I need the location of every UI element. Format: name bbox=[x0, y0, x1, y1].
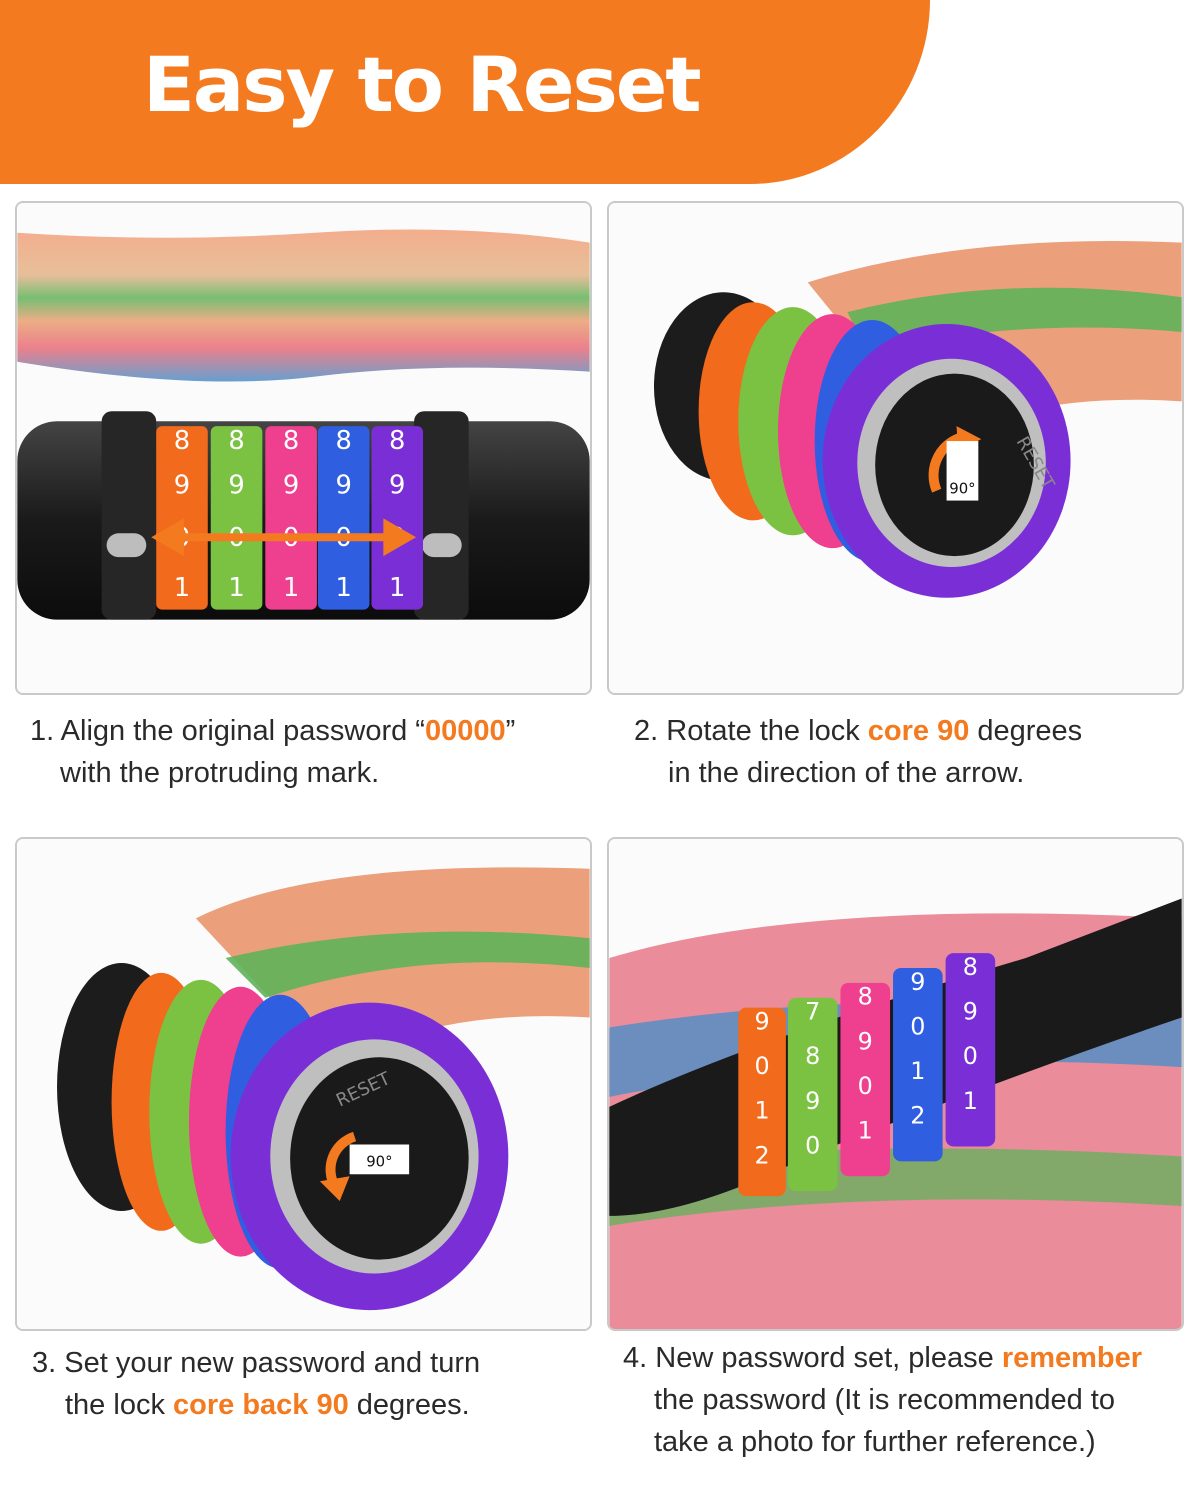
cable bbox=[17, 229, 590, 382]
dial-digit: 1 bbox=[228, 573, 244, 603]
dial-digit: 1 bbox=[335, 573, 351, 603]
dial-digit: 1 bbox=[174, 573, 190, 603]
step-number: 4. bbox=[623, 1342, 648, 1374]
highlight-core: core 90 bbox=[867, 715, 970, 747]
step-number: 1. bbox=[30, 715, 55, 747]
dial-digit: 9 bbox=[228, 471, 244, 501]
page-title: Easy to Reset bbox=[143, 40, 702, 129]
dial-digit: 1 bbox=[755, 1097, 770, 1125]
dial-digit: 0 bbox=[910, 1012, 925, 1040]
dial-digit: 2 bbox=[910, 1102, 925, 1130]
dial-green bbox=[210, 426, 263, 610]
dial-digit: 8 bbox=[805, 1042, 820, 1070]
dial-digit: 8 bbox=[283, 426, 299, 456]
highlight-core-back: core back 90 bbox=[173, 1389, 349, 1421]
angle-label: 90° bbox=[366, 1152, 392, 1170]
dial-stack: 88888999990000011111 bbox=[156, 426, 424, 610]
lock-new-password-illustration: 9 7 8 9 8 0 8 9 0 9 1 9 0 1 0 2 0 1 2 1 bbox=[609, 839, 1182, 1329]
step-1-image: 88888999990000011111 bbox=[15, 201, 592, 695]
dial-pink bbox=[265, 426, 317, 610]
step-2-image: RESET 90° bbox=[607, 201, 1184, 695]
header-banner: Easy to Reset bbox=[0, 0, 930, 184]
dial-digit: 9 bbox=[805, 1087, 820, 1115]
dial-digit: 9 bbox=[283, 471, 299, 501]
step-1-caption: 1. Align the original password “00000” w… bbox=[30, 715, 516, 789]
highlight-password: 00000 bbox=[424, 715, 506, 747]
dial-digit: 9 bbox=[389, 471, 405, 501]
dial-digit: 1 bbox=[389, 573, 405, 603]
step-4-image: 9 7 8 9 8 0 8 9 0 9 1 9 0 1 0 2 0 1 2 1 bbox=[607, 837, 1184, 1331]
step-4-caption: 4. New password set, please remember the… bbox=[623, 1342, 1143, 1458]
step-2-caption: 2. Rotate the lock core 90 degrees in th… bbox=[634, 715, 1083, 789]
dial-digit: 0 bbox=[963, 1042, 978, 1070]
dial-digit: 8 bbox=[228, 426, 244, 456]
dial-digit: 9 bbox=[755, 1007, 770, 1035]
dial-green bbox=[787, 997, 838, 1192]
dial-digit: 9 bbox=[963, 998, 978, 1026]
step-3-caption: 3. Set your new password and turn the lo… bbox=[32, 1347, 481, 1421]
step-number: 2. bbox=[634, 715, 659, 747]
lock-front-illustration: 88888999990000011111 bbox=[17, 203, 590, 693]
dial-digit: 0 bbox=[858, 1072, 873, 1100]
dial-digit: 1 bbox=[963, 1087, 978, 1115]
dial-digit: 2 bbox=[755, 1141, 770, 1169]
dial-blue bbox=[317, 426, 370, 610]
double-arrow-icon bbox=[151, 518, 417, 557]
lock-core-illustration: RESET 90° bbox=[609, 203, 1182, 693]
dial-purple bbox=[371, 426, 424, 610]
dial-digit: 9 bbox=[858, 1027, 873, 1055]
dial-digit: 9 bbox=[910, 968, 925, 996]
dial-digit: 8 bbox=[174, 426, 190, 456]
dial-digit: 1 bbox=[283, 573, 299, 603]
dial-orange bbox=[738, 1007, 786, 1197]
dial-digit: 8 bbox=[858, 983, 873, 1011]
dial-stack: 9 7 8 9 8 0 8 9 0 9 1 9 0 1 0 2 0 1 2 1 bbox=[738, 953, 996, 1197]
angle-label: 90° bbox=[949, 480, 975, 498]
dial-digit: 1 bbox=[858, 1117, 873, 1145]
dial-digit: 8 bbox=[389, 426, 405, 456]
dial-pink bbox=[840, 982, 891, 1177]
dial-digit: 9 bbox=[174, 471, 190, 501]
lock-core-back-illustration: RESET 90° bbox=[17, 839, 590, 1329]
dial-digit: 0 bbox=[755, 1052, 770, 1080]
step-3-image: RESET 90° bbox=[15, 837, 592, 1331]
highlight-remember: remember bbox=[1001, 1342, 1143, 1374]
dial-orange bbox=[156, 426, 208, 610]
step-number: 3. bbox=[32, 1347, 57, 1379]
dial-blue bbox=[893, 967, 943, 1162]
dial-digit: 8 bbox=[335, 426, 351, 456]
dial-digit: 1 bbox=[910, 1057, 925, 1085]
dial-digit: 8 bbox=[963, 953, 978, 981]
dial-purple bbox=[945, 953, 996, 1147]
dial-digit: 7 bbox=[805, 998, 820, 1026]
dial-digit: 9 bbox=[335, 471, 351, 501]
dial-digit: 0 bbox=[805, 1131, 820, 1159]
